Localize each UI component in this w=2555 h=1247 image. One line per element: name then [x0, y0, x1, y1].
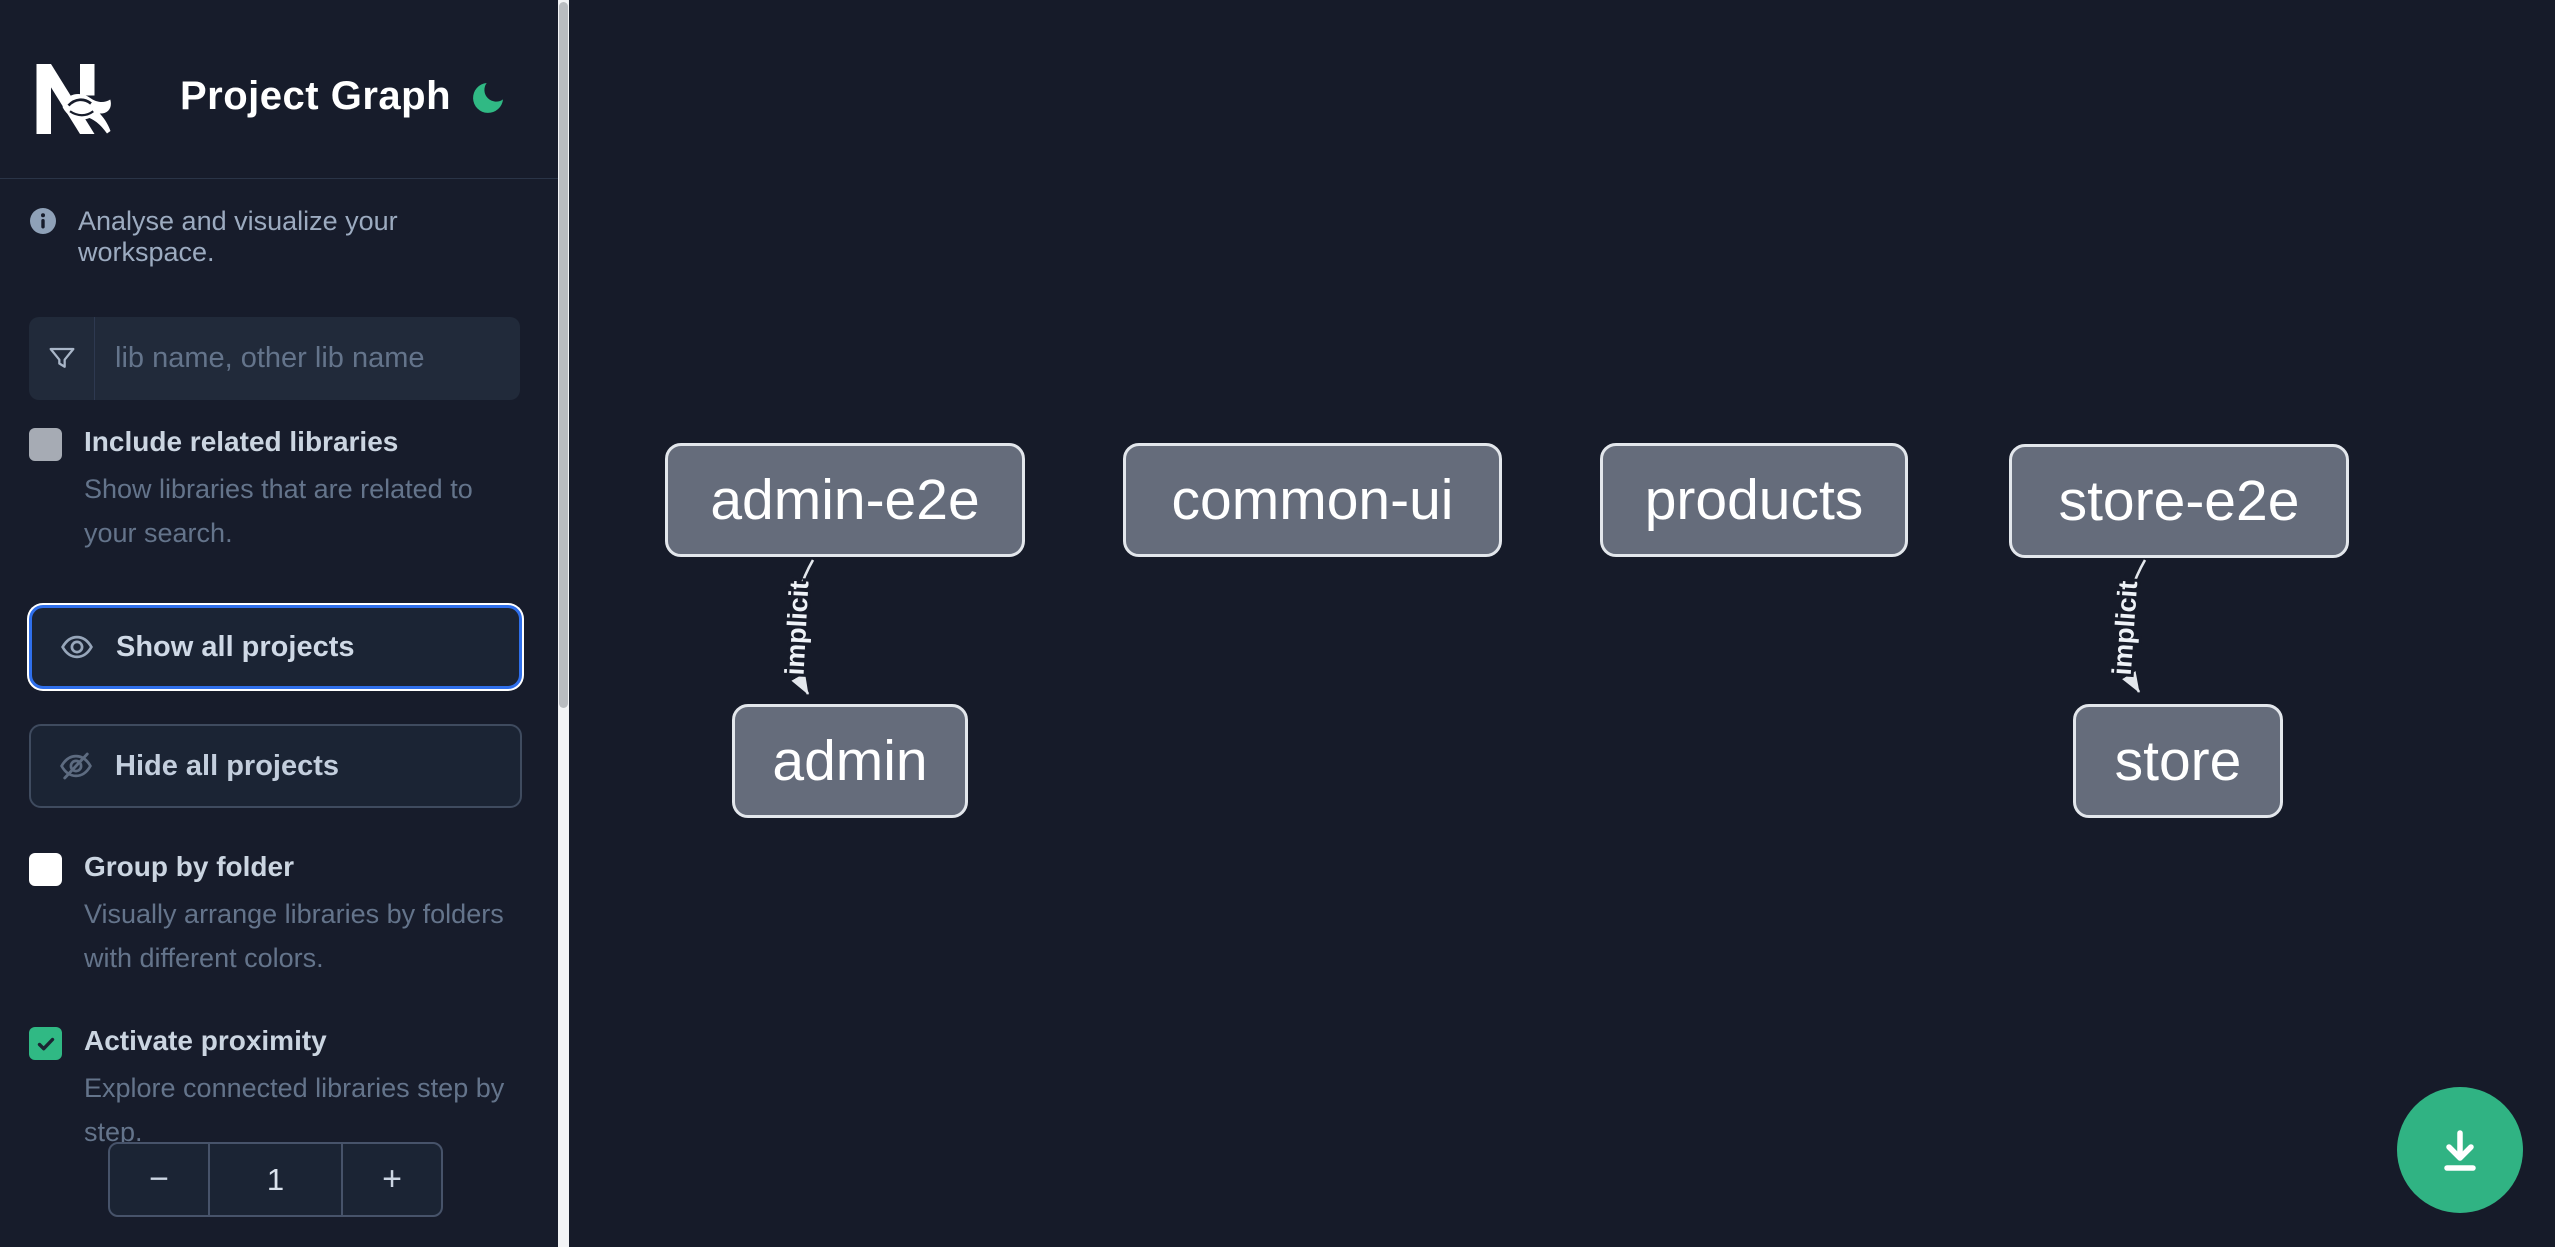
- decrement-button[interactable]: −: [110, 1144, 208, 1215]
- edge-label-implicit-store[interactable]: implicit: [2104, 577, 2147, 679]
- proximity-depth-stepper: − 1 +: [108, 1142, 443, 1217]
- check-icon: [37, 1037, 54, 1050]
- eye-icon: [61, 635, 93, 659]
- node-admin[interactable]: admin: [732, 704, 968, 818]
- filter-input[interactable]: [95, 317, 520, 400]
- sidebar-scrollbar-thumb[interactable]: [559, 2, 568, 708]
- sidebar-scrollbar[interactable]: [558, 0, 569, 1247]
- show-all-projects-button[interactable]: Show all projects: [29, 605, 522, 689]
- node-store-e2e[interactable]: store-e2e: [2009, 444, 2349, 558]
- include-related-label[interactable]: Include related libraries: [84, 426, 399, 457]
- proximity-depth-value: 1: [208, 1144, 343, 1215]
- edge-store-e2e-to-store: [2122, 559, 2147, 693]
- node-products[interactable]: products: [1600, 443, 1908, 557]
- header-divider: [0, 178, 558, 179]
- filter-icon-segment: [29, 317, 95, 400]
- sidebar: Project Graph Analyse and visualize your…: [0, 0, 558, 1247]
- group-by-folder-description: Visually arrange libraries by folders wi…: [84, 899, 504, 973]
- edge-label-implicit-admin[interactable]: implicit: [777, 577, 818, 679]
- activate-proximity-checkbox[interactable]: [29, 1027, 62, 1060]
- increment-button[interactable]: +: [343, 1144, 441, 1215]
- tagline-text: Analyse and visualize your workspace.: [78, 206, 398, 267]
- funnel-icon: [49, 347, 74, 368]
- node-admin-e2e[interactable]: admin-e2e: [665, 443, 1025, 557]
- edge-admin-e2e-to-admin: [791, 559, 815, 695]
- group-by-folder-label[interactable]: Group by folder: [84, 851, 294, 882]
- hide-all-projects-label: Hide all projects: [115, 749, 340, 782]
- nx-logo: [36, 64, 111, 134]
- activate-proximity-description: Explore connected libraries step by step…: [84, 1073, 505, 1147]
- include-related-description: Show libraries that are related to your …: [84, 474, 473, 548]
- hide-all-projects-button[interactable]: Hide all projects: [29, 724, 522, 808]
- graph-canvas[interactable]: implicit implicit admin-e2e common-ui pr…: [569, 0, 2555, 1247]
- download-image-button[interactable]: [2397, 1087, 2523, 1213]
- moon-icon[interactable]: [468, 76, 508, 120]
- group-by-folder-checkbox[interactable]: [29, 853, 62, 886]
- activate-proximity-row: Activate proximity Explore connected lib…: [29, 1025, 529, 1185]
- tagline-row: Analyse and visualize your workspace.: [29, 206, 529, 268]
- activate-proximity-label[interactable]: Activate proximity: [84, 1025, 327, 1056]
- show-all-projects-label: Show all projects: [116, 630, 355, 663]
- include-related-checkbox[interactable]: [29, 428, 62, 461]
- download-icon: [2444, 1130, 2476, 1171]
- filter-box: [29, 317, 520, 400]
- include-related-row: Include related libraries Show libraries…: [29, 426, 529, 576]
- eye-off-icon: [60, 752, 92, 780]
- graph-edges: implicit implicit: [777, 559, 2147, 695]
- info-icon: [30, 208, 56, 234]
- node-store[interactable]: store: [2073, 704, 2283, 818]
- page-title: Project Graph: [180, 74, 452, 118]
- group-by-folder-row: Group by folder Visually arrange librari…: [29, 851, 529, 1011]
- node-common-ui[interactable]: common-ui: [1123, 443, 1502, 557]
